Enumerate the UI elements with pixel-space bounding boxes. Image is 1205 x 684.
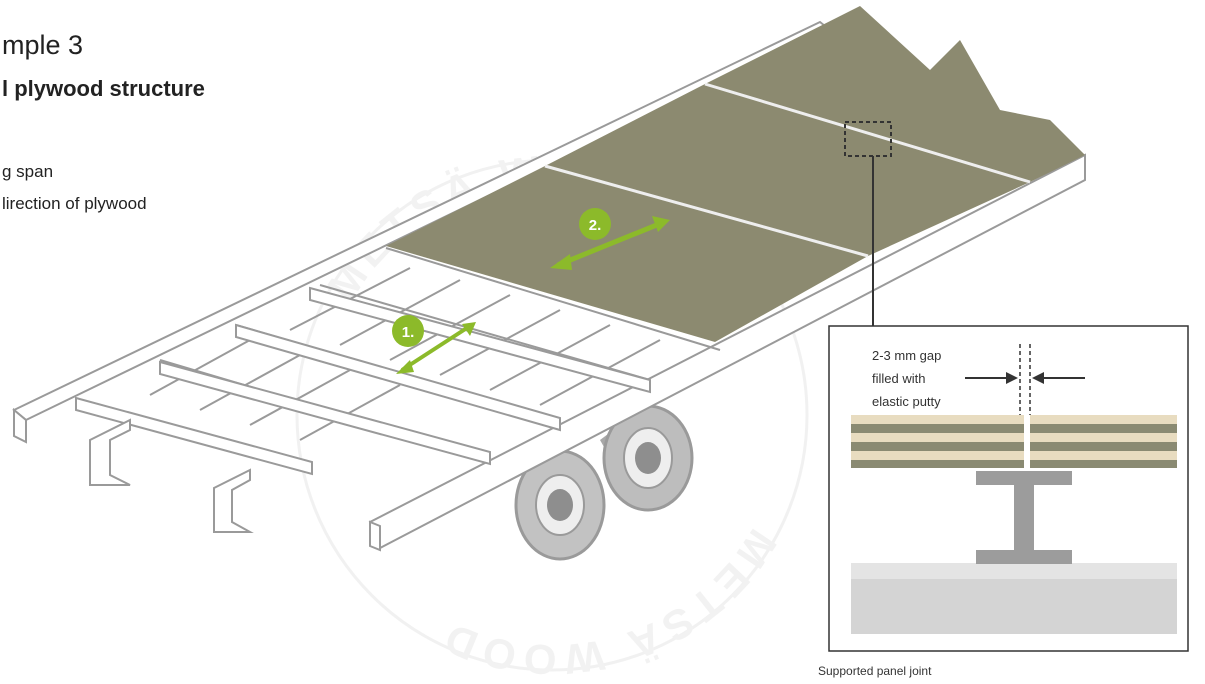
- plywood-panel-2: [545, 84, 1030, 256]
- i-beam-web: [1014, 485, 1034, 550]
- legend-item-2: lirection of plywood: [2, 194, 147, 213]
- gap-label-line-1: 2-3 mm gap: [872, 348, 941, 363]
- trailer-frame: [12, 20, 1086, 552]
- i-beam-bottom-flange: [976, 550, 1072, 564]
- gap-label-line-2: filled with: [872, 371, 925, 386]
- marker-2-label: 2.: [589, 217, 602, 234]
- joint-detail-marker: [844, 121, 892, 157]
- detail-caption: Supported panel joint: [818, 664, 932, 678]
- frame-beams: [75, 286, 651, 533]
- plywood-layers-left: [851, 415, 1024, 468]
- marker-2-badge: [579, 208, 611, 240]
- arrow-direction-2: 2.: [550, 208, 670, 270]
- plywood-panel-3: [705, 6, 1085, 182]
- marker-1-badge: [392, 315, 424, 347]
- page-subtitle: l plywood structure: [2, 76, 205, 101]
- plywood-panels: [386, 6, 1085, 342]
- page-title: mple 3: [2, 30, 84, 60]
- marker-1-label: 1.: [402, 324, 415, 341]
- trailer-wheels: [514, 404, 694, 561]
- watermark-text-2: METSÄ WOOD: [433, 521, 780, 684]
- i-beam-top-flange: [976, 471, 1072, 485]
- legend-item-1: g span: [2, 162, 54, 181]
- ground-base: [851, 579, 1177, 634]
- plywood-layers-right: [1030, 415, 1177, 468]
- gap-label-line-3: elastic putty: [872, 394, 941, 409]
- ground-layer: [851, 563, 1177, 579]
- plywood-panel-1: [386, 166, 868, 342]
- arrow-direction-1: 1.: [392, 315, 476, 374]
- svg-text:METSÄ WOOD: METSÄ WOOD: [433, 521, 786, 684]
- joint-detail-inset: 2-3 mm gap filled with elastic putty: [828, 325, 1189, 652]
